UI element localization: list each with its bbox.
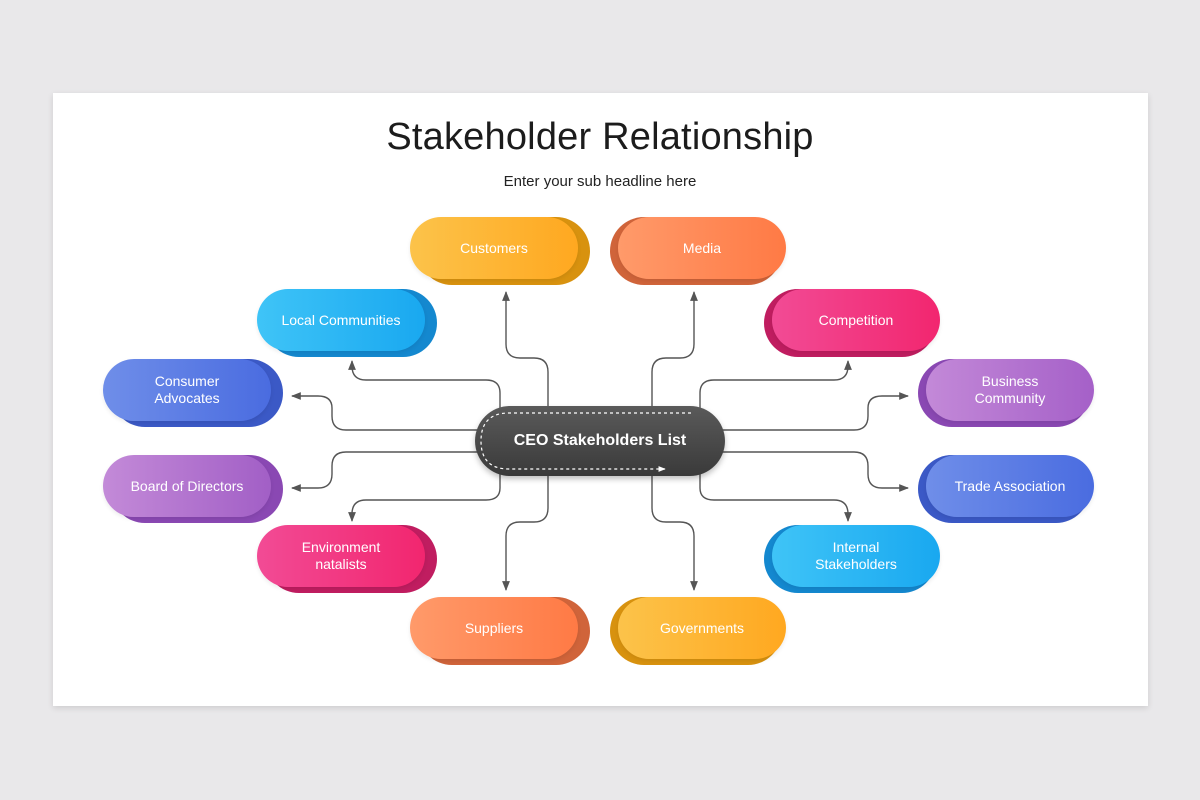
node-trade-association-label: Trade Association bbox=[926, 455, 1094, 517]
center-node-label: CEO Stakeholders List bbox=[513, 432, 687, 449]
node-board-of-directors: Board of Directors bbox=[103, 455, 283, 525]
center-node: CEO Stakeholders List bbox=[475, 406, 725, 476]
node-governments-label: Governments bbox=[618, 597, 786, 659]
node-customers: Customers bbox=[410, 217, 590, 287]
node-competition: Competition bbox=[764, 289, 944, 359]
node-suppliers: Suppliers bbox=[410, 597, 590, 667]
node-environment-natalists: Environment natalists bbox=[257, 525, 437, 595]
node-consumer-advocates: Consumer Advocates bbox=[103, 359, 283, 429]
node-consumer-advocates-label: Consumer Advocates bbox=[103, 359, 271, 421]
node-governments: Governments bbox=[610, 597, 790, 667]
node-internal-stakeholders-label: Internal Stakeholders bbox=[772, 525, 940, 587]
node-suppliers-label: Suppliers bbox=[410, 597, 578, 659]
node-trade-association: Trade Association bbox=[918, 455, 1098, 525]
node-business-community: Business Community bbox=[918, 359, 1098, 429]
center-dashed-ring bbox=[480, 412, 691, 472]
node-board-of-directors-label: Board of Directors bbox=[103, 455, 271, 517]
node-media-label: Media bbox=[618, 217, 786, 279]
node-local-communities-label: Local Communities bbox=[257, 289, 425, 351]
node-local-communities: Local Communities bbox=[257, 289, 437, 359]
center-node-shape bbox=[475, 406, 725, 476]
node-media: Media bbox=[610, 217, 790, 287]
node-customers-label: Customers bbox=[410, 217, 578, 279]
node-environment-natalists-label: Environment natalists bbox=[257, 525, 425, 587]
page-title: Stakeholder Relationship bbox=[386, 116, 814, 158]
node-competition-label: Competition bbox=[772, 289, 940, 351]
node-business-community-label: Business Community bbox=[926, 359, 1094, 421]
node-internal-stakeholders: Internal Stakeholders bbox=[764, 525, 944, 595]
page-subtitle: Enter your sub headline here bbox=[503, 173, 697, 190]
